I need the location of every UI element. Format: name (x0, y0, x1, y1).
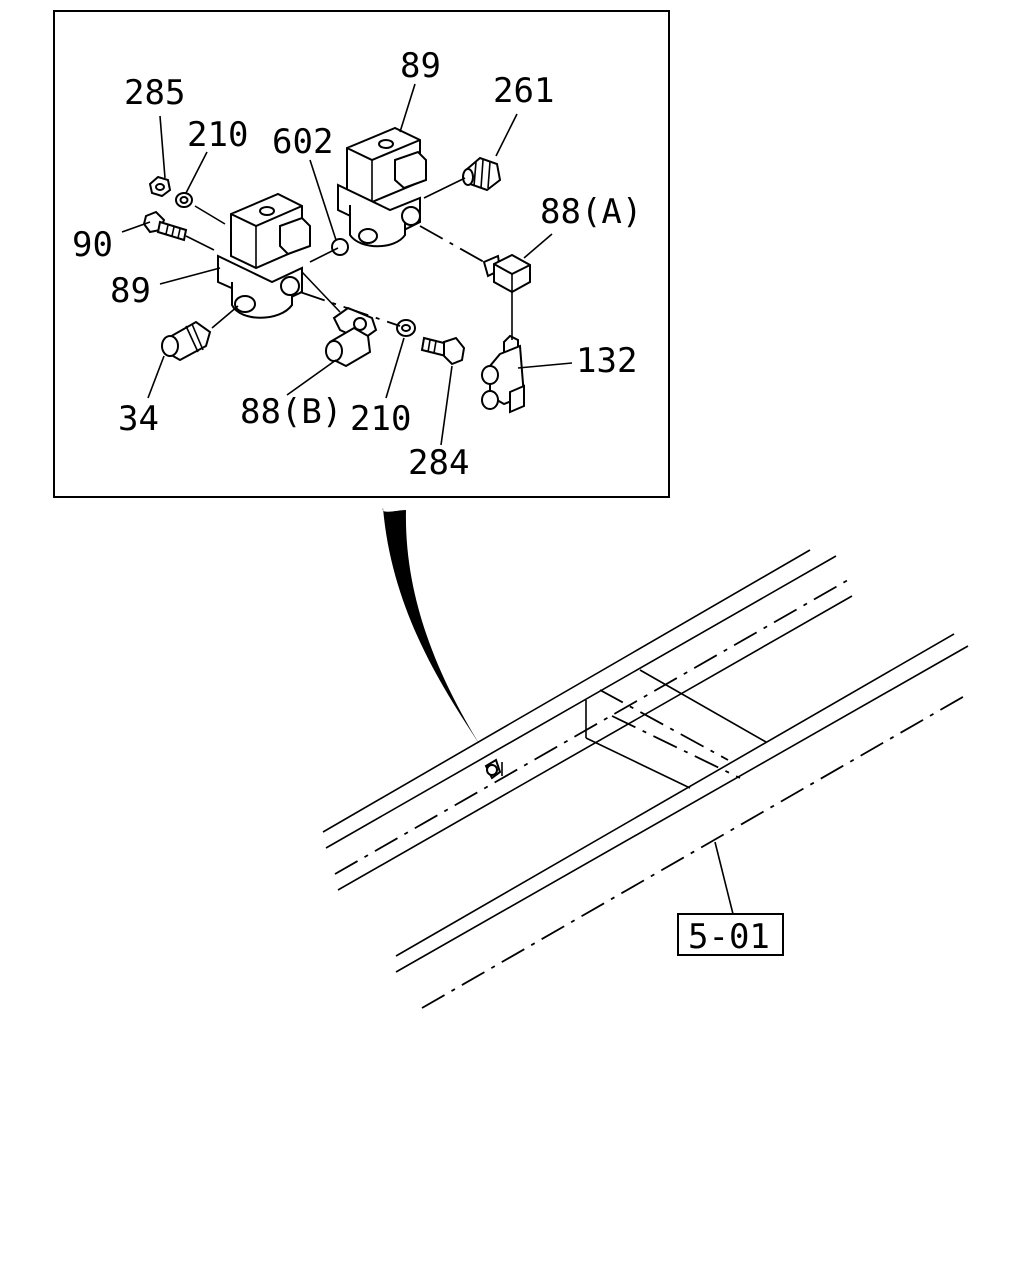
elbow-fitting-88a (482, 253, 531, 294)
bolt-284 (420, 336, 466, 366)
location-pointer (382, 508, 480, 745)
reference-label: 5-01 (688, 917, 770, 957)
callout-90: 90 (72, 225, 113, 265)
solenoid-valve-lower (217, 192, 311, 319)
washer-210-bottom (396, 319, 416, 337)
callout-88a: 88(A) (540, 192, 642, 232)
reference-box (677, 913, 784, 956)
callout-89-top: 89 (400, 46, 441, 86)
callout-89-left: 89 (110, 271, 151, 311)
leader-lines (121, 83, 573, 446)
callout-132: 132 (576, 341, 637, 381)
detail-inset-frame (53, 10, 670, 498)
nut-285 (148, 175, 172, 198)
callout-284: 284 (408, 443, 469, 483)
bolt-90 (142, 210, 188, 242)
callout-88b: 88(B) (240, 392, 342, 432)
chassis-frame (322, 549, 969, 1009)
callout-261: 261 (493, 71, 554, 111)
callout-210-bottom: 210 (350, 399, 411, 439)
callout-285: 285 (124, 73, 185, 113)
solenoid-valve-upper (337, 126, 427, 248)
connector-34 (161, 320, 212, 362)
callout-602: 602 (272, 122, 333, 162)
o-ring-602 (331, 238, 349, 256)
fitting-261 (462, 156, 502, 192)
callout-210-top: 210 (187, 115, 248, 155)
washer-210-top (175, 192, 193, 208)
callout-34: 34 (118, 399, 159, 439)
elbow-fitting-88b (325, 306, 378, 368)
tee-fitting-132 (481, 334, 526, 414)
